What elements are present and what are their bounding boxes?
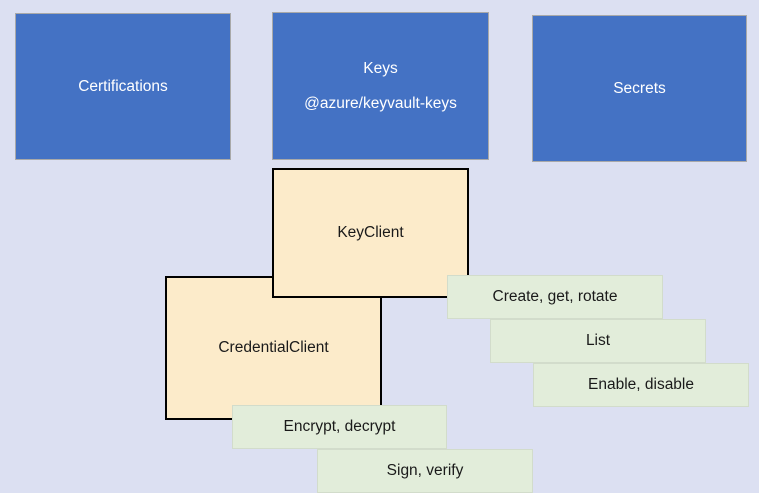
package-title-certifications: Certifications	[78, 77, 168, 95]
package-subtitle-keys: @azure/keyvault-keys	[304, 95, 457, 112]
package-title-secrets: Secrets	[613, 79, 666, 97]
operation-label-enable-disable: Enable, disable	[588, 376, 694, 394]
client-box-key-client[interactable]: KeyClient	[272, 168, 469, 298]
operation-box-sign-verify[interactable]: Sign, verify	[317, 449, 533, 493]
package-title-keys: Keys	[363, 59, 398, 77]
operation-label-list: List	[585, 332, 611, 350]
operation-box-enable-disable[interactable]: Enable, disable	[533, 363, 749, 407]
package-box-secrets[interactable]: Secrets	[532, 15, 747, 162]
operation-label-encrypt-decrypt: Encrypt, decrypt	[283, 418, 396, 436]
package-box-keys[interactable]: Keys @azure/keyvault-keys	[272, 12, 489, 160]
client-label-credential-client: CredentialClient	[218, 339, 329, 357]
package-box-certifications[interactable]: Certifications	[15, 13, 231, 160]
operation-label-create-get-rotate: Create, get, rotate	[492, 288, 618, 306]
operation-box-list[interactable]: List	[490, 319, 706, 363]
operation-box-create-get-rotate[interactable]: Create, get, rotate	[447, 275, 663, 319]
operation-label-sign-verify: Sign, verify	[386, 462, 464, 480]
client-box-credential-client[interactable]: CredentialClient	[165, 276, 382, 420]
client-label-key-client: KeyClient	[337, 224, 404, 242]
operation-box-encrypt-decrypt[interactable]: Encrypt, decrypt	[232, 405, 447, 449]
